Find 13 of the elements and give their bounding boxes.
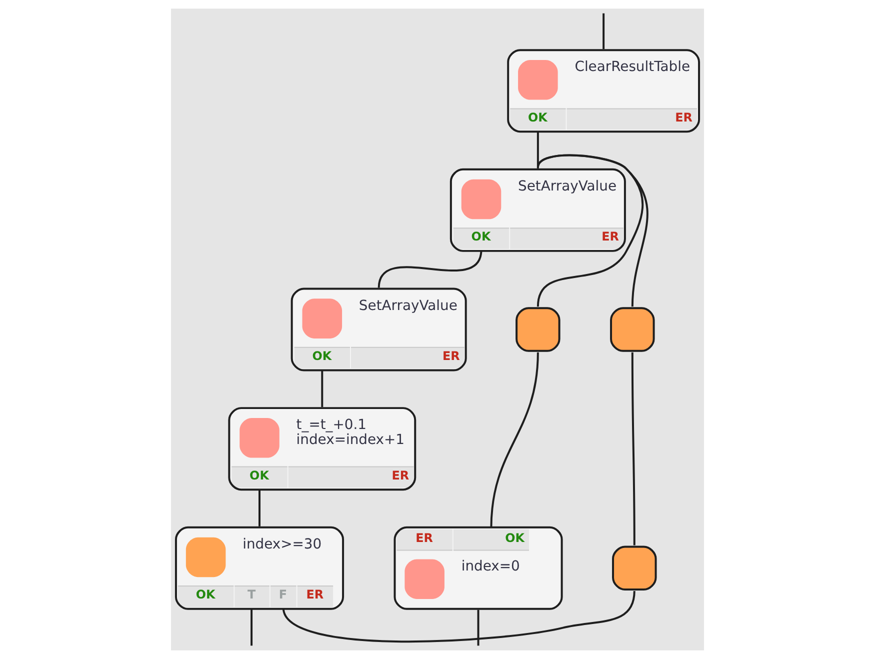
connector — [630, 352, 635, 546]
connector — [320, 369, 323, 408]
connector — [602, 13, 604, 50]
connector — [282, 590, 635, 643]
node-box — [515, 307, 560, 352]
connector — [536, 130, 538, 168]
node-box — [610, 307, 654, 352]
connector — [490, 352, 538, 528]
node-box — [612, 546, 656, 591]
connector — [377, 250, 482, 288]
connector — [476, 610, 479, 646]
connector — [258, 488, 260, 526]
connector — [250, 608, 252, 646]
